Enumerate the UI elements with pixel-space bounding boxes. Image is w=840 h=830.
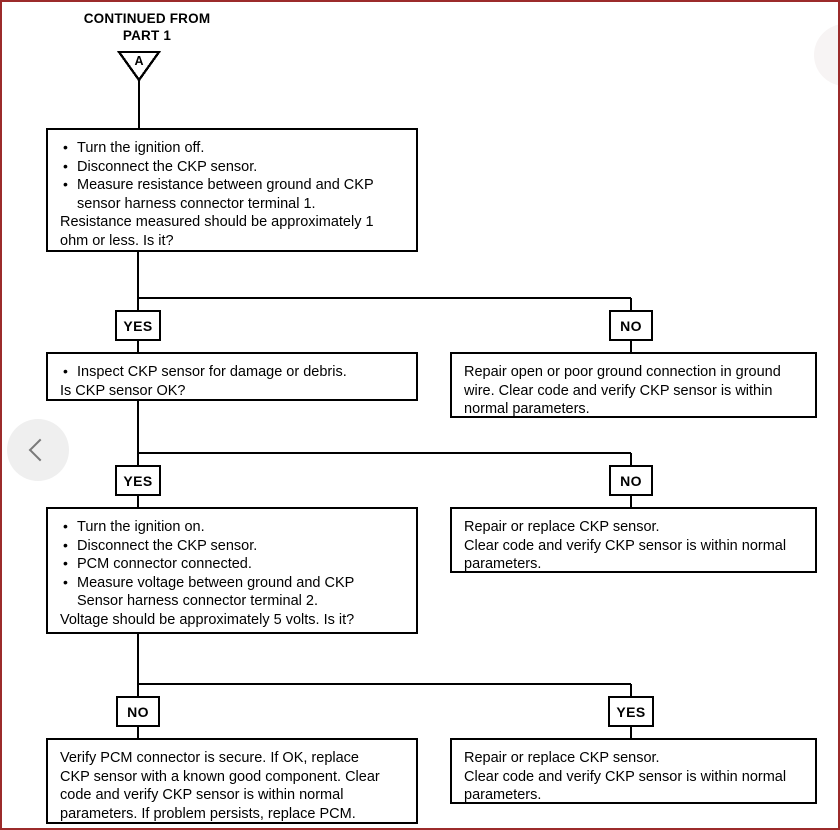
node-step3: Turn the ignition on. Disconnect the CKP… [46,507,418,634]
node-step2: Inspect CKP sensor for damage or debris.… [46,352,418,401]
branch-chip-no-3[interactable]: NO [116,696,160,727]
node-step3-lead: Voltage should be approximately 5 volts.… [60,611,355,628]
node-step2-bullet-0: Inspect CKP sensor for damage or debris. [60,362,406,382]
node-step3-bullet-3: Measure voltage between ground and CKP S… [60,573,406,611]
node-step3-bullet-0: Turn the ignition on. [60,517,406,537]
chevron-left-icon [28,438,52,462]
node-step1-bullet-2: Measure resistance between ground and CK… [60,175,406,213]
chevron-right-icon [831,43,838,67]
connector-a-label: A [134,54,144,68]
branch-chip-no-2[interactable]: NO [609,465,653,496]
node-step4-no-lead: Verify PCM connector is secure. If OK, r… [60,750,380,822]
node-step3-bullet-1: Disconnect the CKP sensor. [60,536,406,556]
node-step1-bullets: Turn the ignition off. Disconnect the CK… [60,138,406,213]
node-step2-lead: Is CKP sensor OK? [60,382,186,399]
branch-chip-no-1[interactable]: NO [609,310,653,341]
node-step3-no-lead: Repair or replace CKP sensor. Clear code… [464,519,787,573]
node-step1-bullet-0: Turn the ignition off. [60,138,406,158]
node-step1: Turn the ignition off. Disconnect the CK… [46,128,418,252]
node-step1-bullet-1: Disconnect the CKP sensor. [60,157,406,177]
node-step3-bullet-2: PCM connector connected. [60,554,406,574]
node-step3-no-result: Repair or replace CKP sensor. Clear code… [450,507,817,573]
branch-chip-yes-2[interactable]: YES [115,465,161,496]
node-step4-no-result: Verify PCM connector is secure. If OK, r… [46,738,418,824]
branch-chip-yes-1[interactable]: YES [115,310,161,341]
continued-from-label: CONTINUED FROM PART 1 [83,11,211,43]
branch-chip-yes-3[interactable]: YES [608,696,654,727]
node-step2-bullets: Inspect CKP sensor for damage or debris. [60,362,406,382]
node-step3-bullets: Turn the ignition on. Disconnect the CKP… [60,517,406,611]
node-step2-no-result: Repair open or poor ground connection in… [450,352,817,418]
node-step2-no-lead: Repair open or poor ground connection in… [464,364,781,418]
node-step1-lead: Resistance measured should be approximat… [60,214,374,249]
node-step4-yes-result: Repair or replace CKP sensor. Clear code… [450,738,817,804]
previous-page-button[interactable] [7,419,69,481]
node-step4-yes-lead: Repair or replace CKP sensor. Clear code… [464,750,787,804]
